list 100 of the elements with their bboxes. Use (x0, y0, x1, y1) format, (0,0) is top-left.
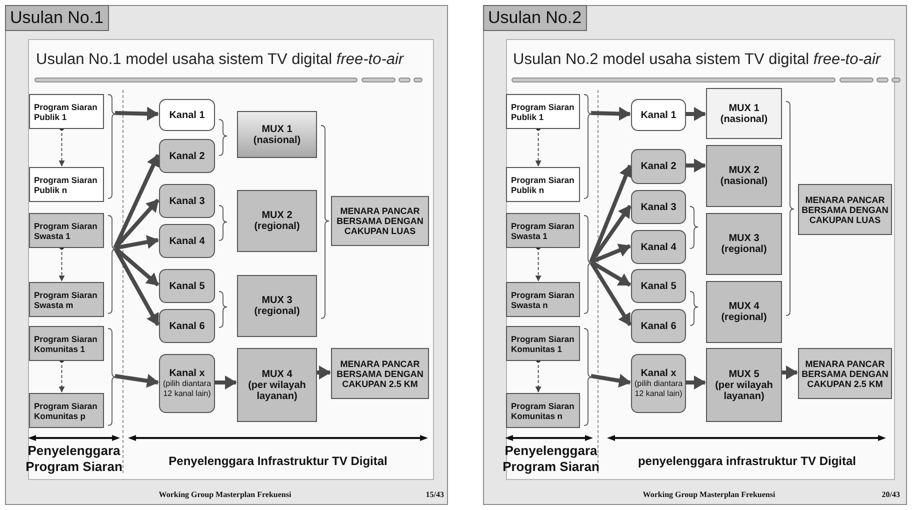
box-label: MUX 1 (262, 124, 292, 134)
box-label: Program Siaran Publik n (34, 174, 98, 194)
slide-title: Usulan No.1 model usaha sistem TV digital free-to-air (36, 51, 404, 69)
channel-box (159, 309, 215, 343)
box-label: (regional) (254, 221, 300, 232)
slide-title: Usulan No.2 model usaha sistem TV digital free-to-air (513, 51, 881, 69)
program-box (506, 167, 580, 202)
box-label: Program Siaran Publik 1 (511, 102, 575, 122)
section-label: Penyelenggara Program Siaran (502, 443, 600, 474)
brace (786, 101, 794, 316)
box-label: MENARA PANCAR BERSAMA DENGAN CAKUPAN 2.5 KM (336, 358, 424, 388)
mux-box (237, 190, 317, 252)
arrow (114, 198, 160, 250)
box-label: Program Siaran Publik n (511, 174, 575, 194)
arrow (114, 235, 159, 250)
box-label: Kanal 5 (169, 280, 205, 292)
brace (584, 215, 592, 314)
box-label: Program Siaran Publik 1 (34, 102, 98, 122)
box-label: MUX 3 (262, 295, 292, 306)
box-label: Kanal 2 (169, 150, 205, 162)
tower-box (331, 348, 429, 399)
page-number: 20/43 (880, 490, 900, 500)
box-label: Program Siaran Swasta n (511, 290, 575, 310)
arrow (685, 376, 706, 390)
channel-box (631, 149, 686, 184)
box-label: Kanal 4 (169, 236, 205, 246)
footer-text: Working Group Masterplan Frekuensi (158, 490, 292, 500)
arrow (685, 107, 706, 121)
mux-box (237, 111, 317, 158)
mux-box (706, 145, 782, 207)
channel-box (631, 354, 686, 413)
box-label: MUX 2 (262, 210, 292, 221)
channel-box (159, 269, 215, 303)
brace (219, 205, 227, 241)
arrow (590, 374, 631, 388)
mux-box (706, 88, 782, 139)
box-label: MUX 4 (728, 301, 760, 312)
channel-box (631, 99, 686, 131)
channel-box (159, 224, 215, 258)
program-box (506, 326, 580, 361)
box-label: Kanal x (169, 368, 205, 379)
box-label: (per wilayah layanan) (714, 380, 774, 402)
program-box (29, 282, 104, 317)
channel-box (631, 269, 686, 303)
box-label: MUX 3 (728, 233, 760, 244)
box-label: Program Siaran Komunitas p (34, 400, 98, 420)
box-label: MENARA PANCAR BERSAMA DENGAN CAKUPAN 2.5 KM (801, 358, 889, 388)
box-label: MUX 2 (728, 165, 760, 176)
box-label: Kanal 1 (169, 110, 205, 120)
box-label: Kanal 3 (640, 202, 676, 212)
arrow (114, 374, 159, 388)
box-label: (regional) (254, 306, 300, 317)
brace (584, 94, 592, 199)
tab-heading: Usulan No.2 (483, 5, 587, 31)
mux-box (706, 348, 782, 422)
box-label: Kanal 2 (640, 161, 676, 172)
program-box (506, 94, 580, 129)
arrow (113, 154, 160, 249)
arrow (589, 164, 632, 263)
tower-box (798, 184, 892, 235)
program-box (29, 94, 104, 129)
box-label: Kanal 4 (640, 242, 676, 252)
program-box (506, 213, 580, 248)
program-box (29, 326, 104, 361)
box-label: (nasional) (720, 176, 768, 187)
brace (219, 119, 227, 156)
channel-box (159, 99, 215, 131)
box-label: (regional) (721, 312, 767, 323)
box-label: Kanal 6 (169, 320, 205, 332)
arrow (590, 260, 632, 287)
brace (584, 328, 592, 426)
box-label: Kanal 6 (640, 320, 676, 332)
channel-box (631, 230, 686, 264)
box-label: MUX 4 (262, 368, 292, 380)
box-label: Kanal 5 (640, 280, 676, 292)
channel-box (631, 190, 686, 224)
arrow (114, 106, 159, 121)
mux-box (237, 275, 317, 337)
slide-frame (5, 5, 448, 505)
brace (690, 206, 698, 249)
channel-box (159, 184, 215, 218)
footer-text: Working Group Masterplan Frekuensi (642, 490, 776, 500)
box-label: Program Siaran Swasta m (34, 290, 98, 310)
arrow (590, 106, 631, 121)
brace (690, 291, 698, 326)
channel-box (159, 139, 215, 173)
box-label: Kanal 3 (169, 196, 205, 206)
section-label: Penyelenggara Program Siaran (24, 443, 124, 474)
channel-box (631, 309, 686, 343)
tab-heading: Usulan No.1 (5, 5, 109, 31)
section-label: Penyelenggara Infrastruktur TV Digital (168, 454, 388, 468)
program-box (29, 167, 104, 202)
brace (108, 215, 116, 314)
arrow (589, 204, 632, 264)
program-box (506, 282, 580, 317)
box-label: (pilih diantara 12 kanal lain) (634, 379, 683, 399)
arrow (316, 366, 331, 380)
arrow (589, 260, 632, 326)
box-label: MUX 5 (728, 368, 760, 380)
slide-frame (483, 5, 907, 505)
